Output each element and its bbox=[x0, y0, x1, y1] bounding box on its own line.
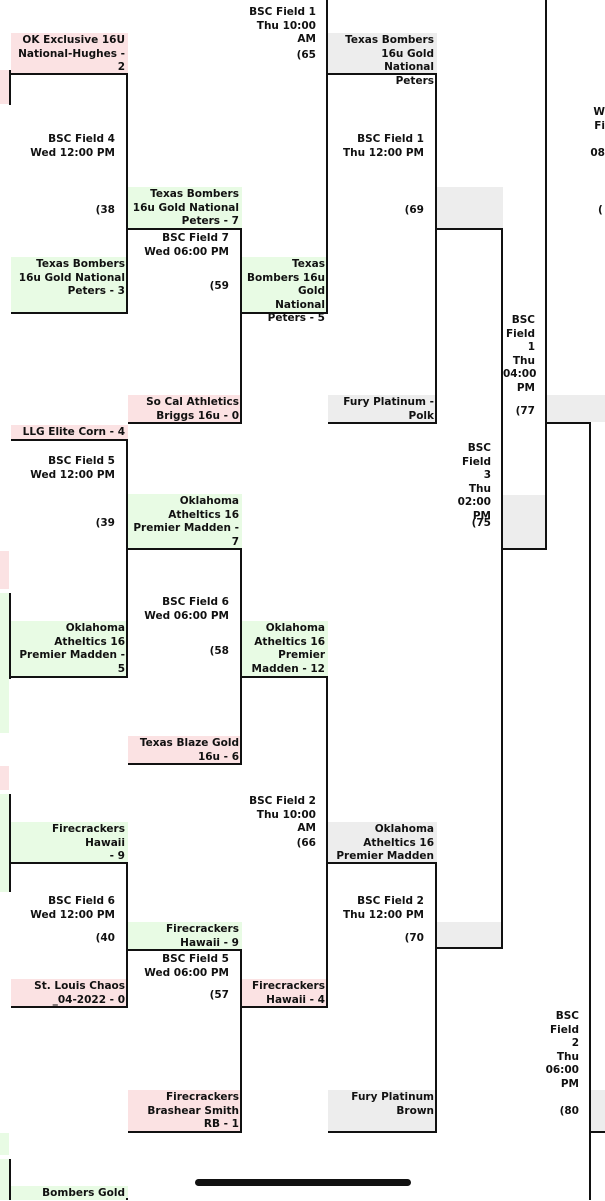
bracket-line bbox=[435, 862, 437, 1133]
game-70-number: (70 bbox=[404, 932, 424, 944]
game-cut-number: ( bbox=[598, 204, 603, 216]
cut-left-team-slot bbox=[0, 70, 9, 104]
bracket-line bbox=[589, 422, 591, 1200]
team-slot-fury-polk[interactable]: Fury Platinum - Polk bbox=[328, 395, 437, 424]
bracket-line bbox=[326, 0, 328, 314]
cut-left-team-slot bbox=[0, 794, 9, 892]
game-65-venue: BSC Field 1 Thu 10:00 AM bbox=[249, 6, 316, 45]
bracket-line bbox=[326, 676, 328, 1008]
bracket-line bbox=[503, 548, 547, 550]
team-slot-fc-hawaii-9[interactable]: Firecrackers Hawaii - 9 bbox=[128, 922, 242, 951]
game-77-number: (77 bbox=[515, 405, 535, 417]
game-57-venue: BSC Field 5 Wed 06:00 PM bbox=[144, 953, 229, 979]
cut-left-team-slot bbox=[0, 1159, 9, 1200]
bracket-line bbox=[501, 228, 503, 949]
game-39-venue: BSC Field 5 Wed 12:00 PM bbox=[30, 455, 115, 481]
bracket-line bbox=[240, 548, 242, 765]
team-slot-tb-peters-5[interactable]: Texas Bombers 16u Gold National Peters -… bbox=[242, 257, 328, 324]
game-39-number: (39 bbox=[95, 517, 115, 529]
bracket-line bbox=[240, 949, 242, 1133]
team-slot-llg-elite[interactable]: LLG Elite Corn - 4 bbox=[11, 425, 128, 441]
game-66-venue: BSC Field 2 Thu 10:00 AM bbox=[249, 795, 316, 834]
team-slot-fc-brashear[interactable]: Firecrackers Brashear Smith RB - 1 bbox=[128, 1090, 242, 1133]
cut-left-team-slot bbox=[0, 1133, 9, 1155]
game-66-number: (66 bbox=[296, 837, 316, 849]
bracket-line bbox=[437, 947, 503, 949]
bracket-line bbox=[547, 422, 591, 424]
bracket-line bbox=[437, 228, 503, 230]
bracket-line bbox=[240, 228, 242, 424]
team-slot-tb-peters-7[interactable]: Texas Bombers 16u Gold National Peters -… bbox=[128, 187, 242, 230]
empty-slot bbox=[437, 922, 503, 949]
game-75-number: (75 bbox=[471, 517, 491, 529]
game-77-venue: BSC Field 1 Thu 04:00 PM bbox=[503, 314, 537, 394]
cut-left-team-slot bbox=[0, 766, 9, 790]
game-cut-venue: W Fi 08 bbox=[590, 106, 605, 159]
team-slot-so-cal[interactable]: So Cal Athletics Briggs 16u - 0 bbox=[128, 395, 242, 424]
game-40-venue: BSC Field 6 Wed 12:00 PM bbox=[30, 895, 115, 921]
team-slot-fury-brown[interactable]: Fury Platinum Brown bbox=[328, 1090, 437, 1133]
bracket-line bbox=[126, 862, 128, 1008]
bracket-line bbox=[9, 593, 11, 679]
game-75-venue: BSC Field 3 Thu 02:00 PM bbox=[457, 442, 491, 522]
empty-slot bbox=[591, 1090, 605, 1131]
team-slot-texas-blaze[interactable]: Texas Blaze Gold 16u - 6 bbox=[128, 736, 242, 765]
game-80-number: (80 bbox=[559, 1105, 579, 1117]
team-slot-ok-madden-12[interactable]: Oklahoma Atheltics 16 Premier Madden - 1… bbox=[242, 621, 328, 678]
team-slot-firecrackers-9[interactable]: Firecrackers Hawaii - 9 bbox=[11, 822, 128, 864]
game-58-number: (58 bbox=[209, 645, 229, 657]
team-slot-ok-exclusive[interactable]: OK Exclusive 16U National-Hughes - 2 bbox=[11, 33, 128, 75]
empty-slot bbox=[437, 187, 503, 228]
bracket-line bbox=[435, 73, 437, 424]
team-slot-fc-hawaii-4[interactable]: Firecrackers Hawaii - 4 bbox=[242, 979, 328, 1008]
game-38-venue: BSC Field 4 Wed 12:00 PM bbox=[30, 133, 115, 159]
team-slot-tb-peters-r4[interactable]: Texas Bombers 16u Gold National Peters bbox=[328, 33, 437, 87]
game-59-venue: BSC Field 7 Wed 06:00 PM bbox=[144, 232, 229, 258]
bracket-line bbox=[9, 70, 11, 105]
team-slot-tb-peters-3[interactable]: Texas Bombers 16u Gold National Peters -… bbox=[11, 257, 128, 314]
game-57-number: (57 bbox=[209, 989, 229, 1001]
game-65-number: (65 bbox=[296, 49, 316, 61]
team-slot-ok-madden-5[interactable]: Oklahoma Atheltics 16 Premier Madden - 5 bbox=[11, 621, 128, 678]
cut-left-team-slot bbox=[0, 593, 9, 733]
bracket-line bbox=[9, 794, 11, 892]
team-slot-ok-madden-7[interactable]: Oklahoma Atheltics 16 Premier Madden - 7 bbox=[128, 494, 242, 550]
bracket-line bbox=[126, 1198, 128, 1200]
cut-left-team-slot bbox=[0, 551, 9, 589]
empty-slot bbox=[503, 495, 545, 548]
home-indicator[interactable] bbox=[195, 1179, 411, 1186]
bracket-line bbox=[126, 439, 128, 678]
game-69-number: (69 bbox=[404, 204, 424, 216]
bracket-line bbox=[591, 1131, 605, 1133]
team-slot-ok-madden-r4[interactable]: Oklahoma Atheltics 16 Premier Madden bbox=[328, 822, 437, 864]
game-69-venue: BSC Field 1 Thu 12:00 PM bbox=[343, 133, 424, 159]
game-58-venue: BSC Field 6 Wed 06:00 PM bbox=[144, 596, 229, 622]
team-slot-st-louis[interactable]: St. Louis Chaos _04-2022 - 0 bbox=[11, 979, 128, 1008]
empty-slot bbox=[547, 395, 605, 422]
game-59-number: (59 bbox=[209, 280, 229, 292]
bracket-line bbox=[545, 0, 547, 550]
game-70-venue: BSC Field 2 Thu 12:00 PM bbox=[343, 895, 424, 921]
bracket-line bbox=[126, 73, 128, 314]
game-40-number: (40 bbox=[95, 932, 115, 944]
game-80-venue: BSC Field 2 Thu 06:00 PM bbox=[545, 1010, 579, 1090]
bracket-line bbox=[9, 1159, 11, 1200]
game-38-number: (38 bbox=[95, 204, 115, 216]
team-slot-bombers-gold[interactable]: Bombers Gold bbox=[11, 1186, 128, 1200]
